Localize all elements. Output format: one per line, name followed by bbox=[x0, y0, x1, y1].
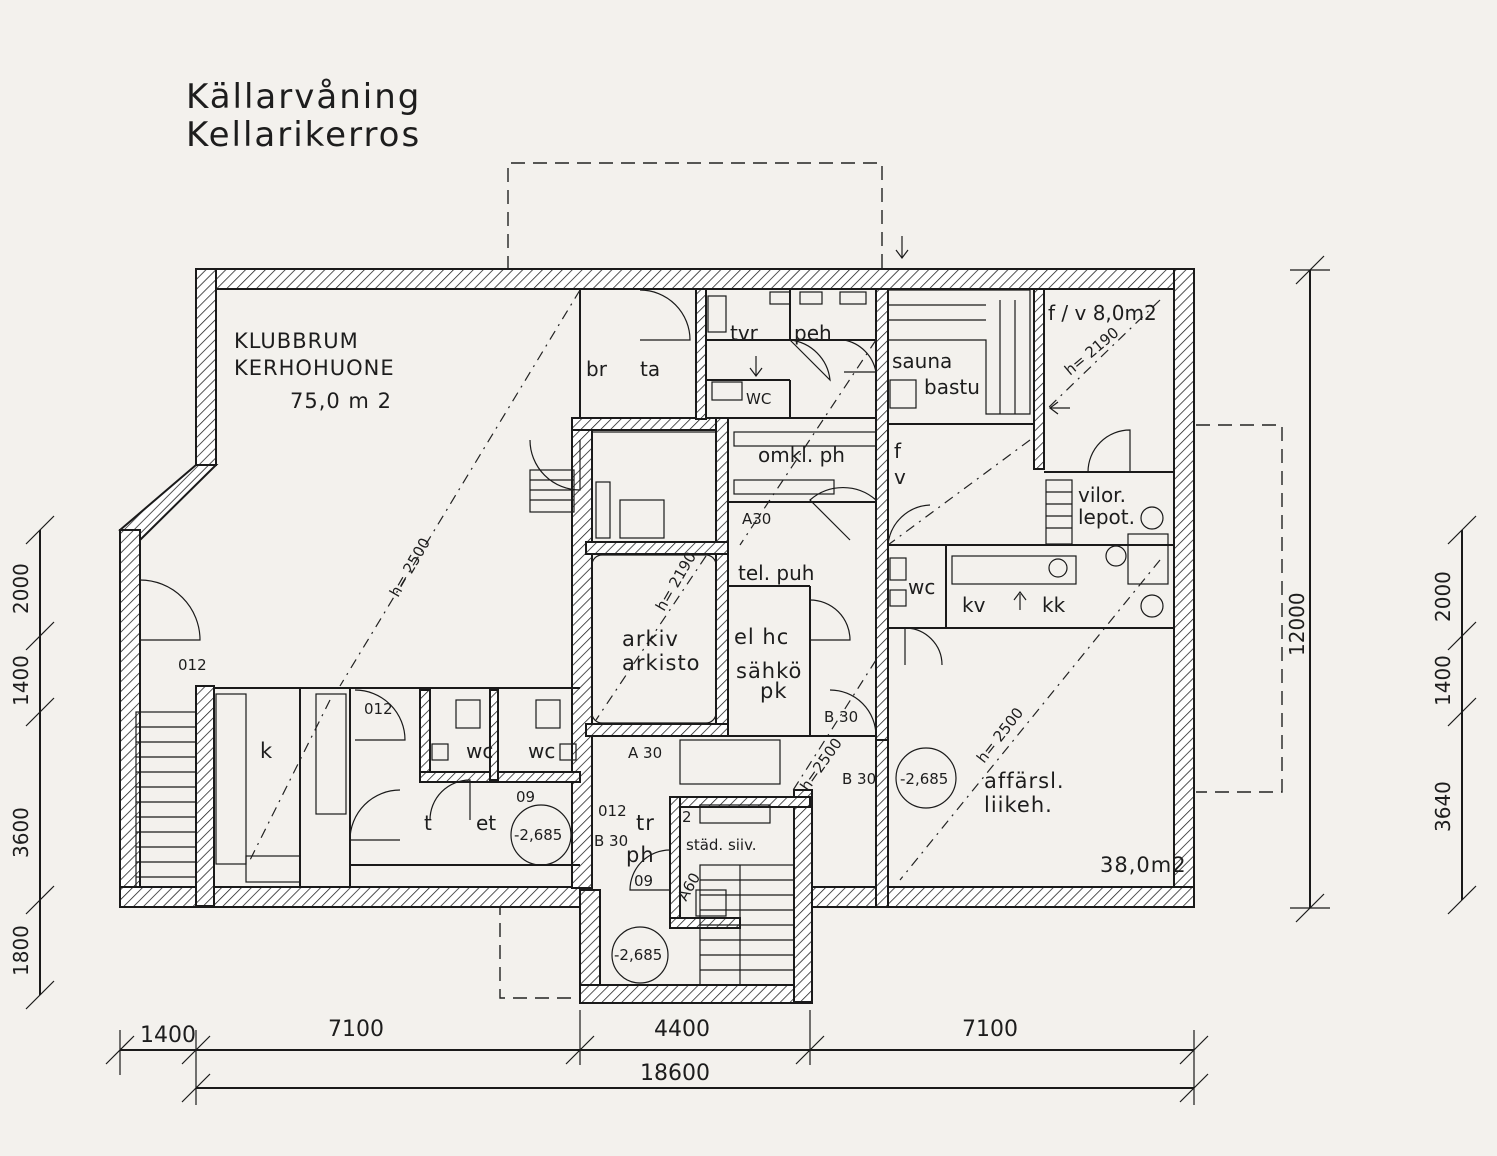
room-shop-area: 38,0m2 bbox=[1100, 853, 1187, 877]
lower-dashed-outline bbox=[499, 894, 582, 999]
fire-class-b30-stair: B 30 bbox=[594, 832, 628, 850]
level-markers bbox=[510, 747, 957, 984]
room-wc-top: WC bbox=[746, 390, 771, 408]
door-label-09-stair: 09 bbox=[634, 872, 653, 890]
fire-class-a30-upper: A30 bbox=[742, 510, 771, 528]
height-label-sauna: h= 2190 bbox=[1061, 323, 1122, 379]
room-kk: kk bbox=[1042, 593, 1066, 617]
height-label-club: h= 2500 bbox=[386, 535, 434, 600]
room-sauna: sauna bbox=[892, 349, 952, 373]
height-label-shop: h= 2500 bbox=[973, 704, 1027, 766]
stairs-club bbox=[529, 469, 575, 513]
room-wc-b: wc bbox=[528, 739, 555, 763]
room-elhc: el hc bbox=[734, 625, 789, 649]
plan-title-swedish: Källarvåning bbox=[186, 77, 421, 117]
door-label-09-hall: 09 bbox=[516, 788, 535, 806]
room-tr: tr bbox=[636, 811, 655, 835]
dimension-left-2: 1400 bbox=[9, 655, 33, 706]
room-ta: ta bbox=[640, 357, 660, 381]
dimension-bottom-1: 1400 bbox=[140, 1023, 196, 1048]
room-stad: städ. siiv. bbox=[686, 836, 757, 854]
room-kv: kv bbox=[962, 593, 986, 617]
right-dimension-lines bbox=[1196, 255, 1477, 923]
room-et: et bbox=[476, 811, 496, 835]
dimension-left-4: 1800 bbox=[9, 925, 33, 976]
room-club-area: 75,0 m 2 bbox=[290, 389, 392, 413]
room-arkisto: arkisto bbox=[622, 651, 701, 675]
arrow-markers bbox=[749, 236, 1070, 610]
door-label-012-stair: 012 bbox=[598, 802, 627, 820]
fire-class-b30-elec: B 30 bbox=[824, 708, 858, 726]
door-label-012-entry: 012 bbox=[178, 656, 207, 674]
outer-walls bbox=[118, 268, 1195, 1004]
dimension-bottom-3: 4400 bbox=[654, 1017, 710, 1042]
stairs-center bbox=[699, 864, 795, 986]
room-br: br bbox=[586, 357, 608, 381]
dimension-right-3: 3640 bbox=[1431, 781, 1455, 832]
dimension-total-width: 18600 bbox=[640, 1061, 710, 1086]
room-liikeh: liikeh. bbox=[984, 793, 1053, 817]
fixtures bbox=[215, 291, 1169, 917]
dimension-bottom-4: 7100 bbox=[962, 1017, 1018, 1042]
fire-class-b30-shop: B 30 bbox=[842, 770, 876, 788]
room-tel: tel. puh bbox=[738, 561, 814, 585]
stairs-right bbox=[1045, 479, 1073, 545]
fire-class-a30-lower: A 30 bbox=[628, 744, 662, 762]
ceiling-height-lines bbox=[249, 289, 1161, 881]
room-bastu: bastu bbox=[924, 375, 980, 399]
room-fv-area: f / v 8,0m2 bbox=[1048, 301, 1157, 325]
dimension-right-2: 1400 bbox=[1431, 655, 1455, 706]
upper-dashed-outline bbox=[507, 162, 883, 270]
room-tvr: tvr bbox=[730, 321, 759, 345]
height-label-corridor: h=2500 bbox=[797, 735, 846, 795]
room-club-finnish: KERHOHUONE bbox=[234, 356, 395, 380]
room-vilor: vilor. bbox=[1078, 483, 1126, 507]
dimension-right-1: 2000 bbox=[1431, 571, 1455, 622]
room-arkiv: arkiv bbox=[622, 627, 679, 651]
room-t: t bbox=[424, 811, 432, 835]
room-affars: affärsl. bbox=[984, 769, 1065, 793]
door-label-012-hall: 012 bbox=[364, 700, 393, 718]
dimension-left-1: 2000 bbox=[9, 563, 33, 614]
step-number: 2 bbox=[682, 808, 692, 826]
dimension-right-total: 12000 bbox=[1285, 592, 1309, 656]
height-label-archive: h= 2190 bbox=[652, 549, 700, 614]
stairs-left bbox=[135, 711, 197, 888]
room-club-swedish: KLUBBRUM bbox=[234, 329, 359, 353]
room-f: f bbox=[894, 439, 902, 463]
room-pk: pk bbox=[760, 679, 788, 703]
door-swings bbox=[139, 289, 1131, 891]
room-peh: peh bbox=[794, 321, 832, 345]
room-wc-a: wc bbox=[466, 739, 493, 763]
plan-title-finnish: Kellarikerros bbox=[186, 115, 421, 155]
dimension-left-3: 3600 bbox=[9, 807, 33, 858]
room-k: k bbox=[260, 739, 273, 763]
room-ph: ph bbox=[626, 843, 655, 867]
room-lepot: lepot. bbox=[1078, 505, 1135, 529]
level-label-stair: -2,685 bbox=[614, 946, 662, 964]
dimension-bottom-2: 7100 bbox=[328, 1017, 384, 1042]
level-label-corridor: -2,685 bbox=[514, 826, 562, 844]
room-wc-right: wc bbox=[908, 575, 935, 599]
room-v: v bbox=[894, 465, 906, 489]
left-dimension-lines bbox=[25, 515, 55, 1010]
bottom-dimension-lines bbox=[105, 1010, 1209, 1105]
room-sahko: sähkö bbox=[736, 659, 802, 683]
stairs-sauna-bench bbox=[887, 289, 1031, 415]
level-label-shop: -2,685 bbox=[900, 770, 948, 788]
room-omkl: omkl. ph bbox=[758, 443, 845, 467]
